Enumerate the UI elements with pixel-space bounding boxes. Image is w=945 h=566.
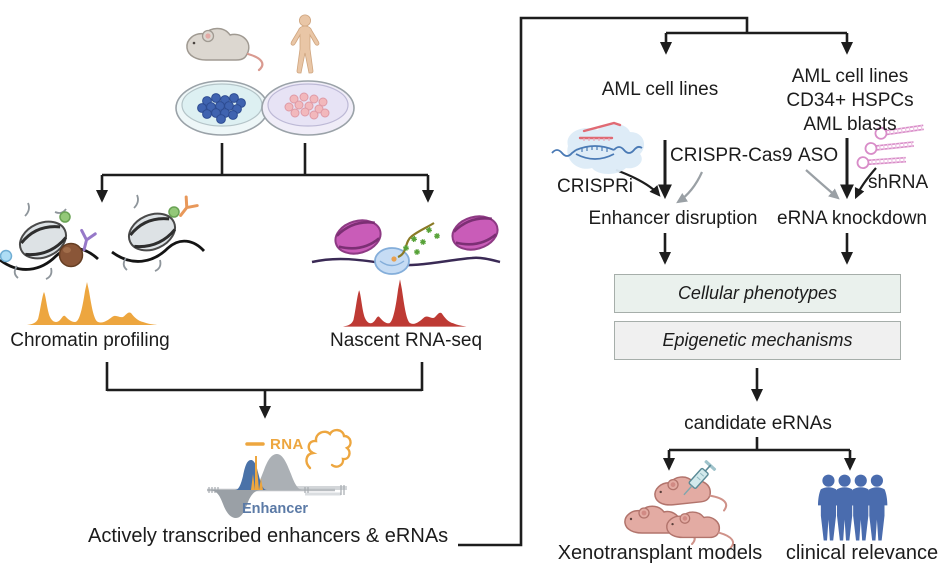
petri-dish-pink-icon (261, 80, 355, 136)
nucleosome-antibody-icon (111, 194, 206, 272)
mouse-icon (186, 27, 264, 72)
petri-dish-blue-icon (175, 80, 269, 136)
arrow-crispr-main (657, 138, 855, 200)
crispr-cas9-label: CRISPR-Cas9 (670, 145, 793, 166)
arrow-to-phenotype-boxes (658, 233, 854, 265)
transcription-scene-icon (311, 215, 501, 275)
nascent-rnaseq-label: Nascent RNA-seq (329, 330, 483, 351)
chromatin-profiling-label: Chromatin profiling (10, 330, 170, 351)
cellular-phenotypes-box: Cellular phenotypes (614, 274, 901, 313)
clinical-relevance-label: clinical relevance (785, 542, 939, 564)
mice-group-icon (623, 460, 735, 549)
epigenetic-mechanisms-box: Epigenetic mechanisms (614, 321, 901, 360)
patient-group-icon (818, 474, 888, 541)
arrow-tracks-merge (105, 362, 424, 419)
cohort-line-1: AML cell lines (791, 66, 909, 87)
nascent-peak-track-icon (343, 279, 467, 327)
cellular-phenotypes-label: Cellular phenotypes (677, 283, 838, 303)
chromatin-peak-track-icon (27, 282, 157, 325)
crispri-label: CRISPRi (557, 176, 634, 197)
connector-outcome-to-perturbation (458, 16, 854, 547)
enhancer-label: Enhancer (241, 501, 309, 517)
erna-molecule-icon (305, 428, 352, 470)
cas9-complex-icon (551, 121, 645, 174)
aml-cell-lines-label: AML cell lines (601, 79, 719, 100)
xenotransplant-models-label: Xenotransplant models (557, 542, 763, 564)
enhancer-disruption-label: Enhancer disruption (588, 208, 758, 229)
bidirectional-enhancer-track-icon (207, 454, 347, 518)
cohort-line-2: CD34+ HSPCs (786, 90, 914, 111)
epigenetic-mechanisms-label: Epigenetic mechanisms (662, 330, 853, 350)
syringe-icon (683, 460, 717, 496)
cohort-labels: AML cell lines CD34+ HSPCs AML blasts (786, 65, 913, 137)
arrow-curved-aso-shrna (805, 167, 877, 200)
human-icon (290, 14, 320, 74)
shrna-label: shRNA (868, 172, 929, 193)
erna-knockdown-label: eRNA knockdown (777, 208, 927, 229)
arrow-candidate-branch (662, 437, 857, 471)
cohort-line-3: AML blasts (803, 114, 897, 135)
outcome-label: Actively transcribed enhancers & eRNAs (88, 525, 449, 547)
candidate-ernas-label: candidate eRNAs (684, 413, 832, 434)
aso-label: ASO (798, 145, 839, 166)
nucleosome-antibody-icon (0, 202, 99, 280)
arrow-dishes-to-branches (95, 143, 435, 203)
rna-legend-label: RNA (270, 436, 304, 453)
arrow-curved-crispri (615, 168, 704, 204)
